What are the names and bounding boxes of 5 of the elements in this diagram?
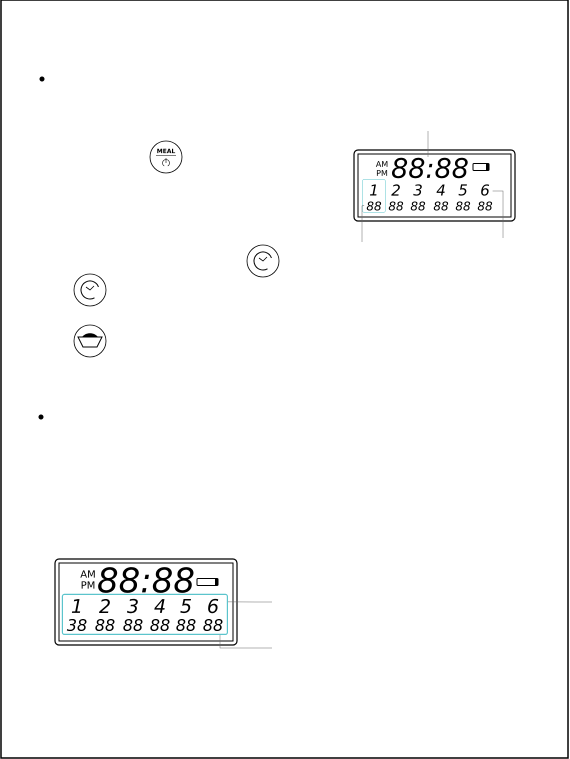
leader-line: [362, 205, 364, 242]
leader-line: [220, 634, 272, 648]
highlight-frame: 1 2 3 4 5 6 38 88 88 88 88 88: [62, 594, 228, 635]
highlight-frame: 1 88: [362, 179, 386, 213]
leader-line: [492, 190, 504, 238]
